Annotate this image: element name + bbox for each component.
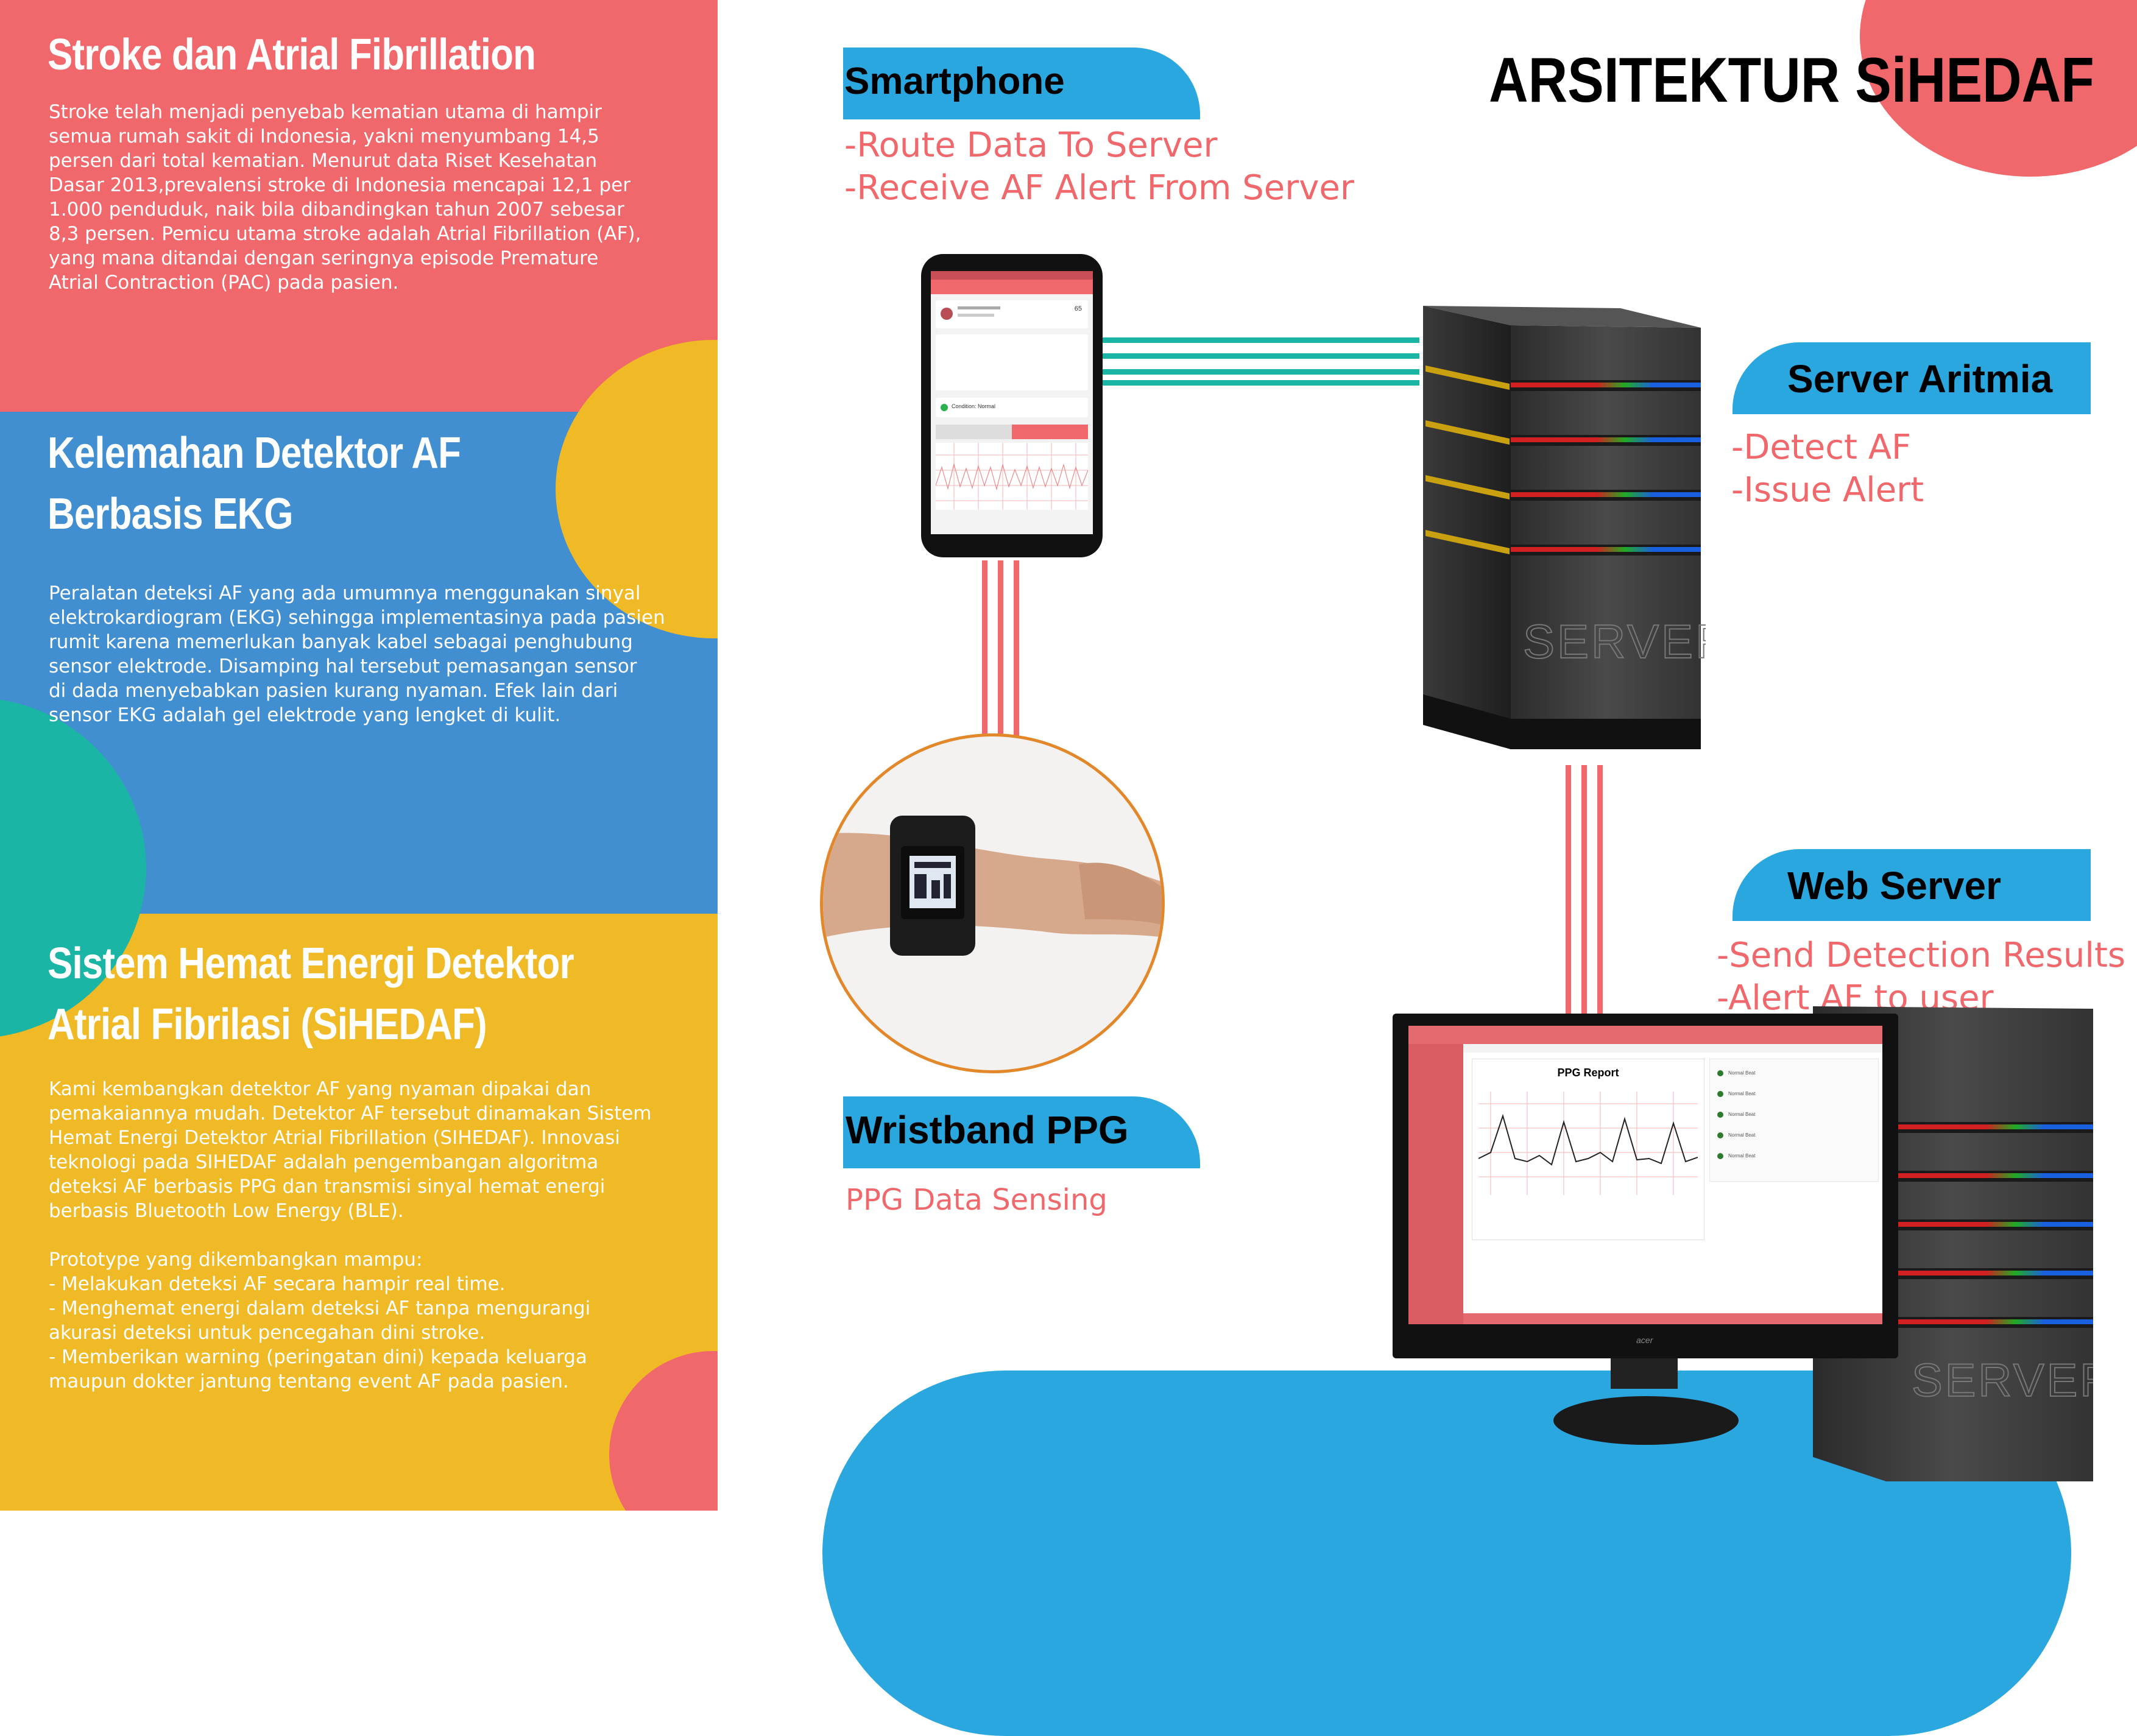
- phone-screen: 65 Condition: Normal: [931, 271, 1093, 534]
- web-server-monitor: PPG Report Normal Beat Normal Beat Norma…: [1393, 1014, 1898, 1389]
- heading-ekg: Kelemahan Detektor AF Berbasis EKG: [48, 429, 461, 538]
- section-stroke: [0, 0, 718, 412]
- web-server-label: Web Server: [1787, 864, 2001, 908]
- phone-value: 65: [1074, 305, 1082, 312]
- server-label-2: SERVER: [1912, 1355, 2093, 1406]
- smartphone-pill: [843, 48, 1200, 119]
- connector-server-webserver: [1566, 765, 1571, 1027]
- wristband-photo: [820, 733, 1165, 1073]
- smartphone-device: 65 Condition: Normal: [921, 254, 1103, 557]
- connector-phone-wristband: [982, 560, 987, 737]
- heading-sihedaf: Sistem Hemat Energi Detektor Atrial Fibr…: [48, 939, 574, 1049]
- web-report-title: PPG Report: [1557, 1067, 1619, 1079]
- connector-server-webserver: [1581, 765, 1587, 1027]
- connector-phone-server: [1103, 353, 1419, 359]
- connector-phone-server: [1103, 337, 1419, 343]
- status-item: Normal Beat: [1728, 1091, 1756, 1096]
- wristband-pill: [843, 1096, 1200, 1168]
- connector-phone-server: [1103, 380, 1419, 386]
- status-item: Normal Beat: [1728, 1112, 1756, 1117]
- phone-condition: Condition: Normal: [952, 403, 996, 409]
- server-aritmia-label: Server Aritmia: [1787, 357, 2053, 401]
- monitor-stand: [1553, 1396, 1739, 1445]
- server-aritmia-desc: -Detect AF -Issue Alert: [1731, 428, 1924, 510]
- status-item: Normal Beat: [1728, 1070, 1756, 1076]
- monitor-brand: acer: [1636, 1335, 1653, 1345]
- section-sihedaf: [0, 914, 718, 1511]
- web-server-desc: -Send Detection Results -Alert AF to use…: [1717, 936, 2126, 1018]
- status-item: Normal Beat: [1728, 1132, 1756, 1138]
- wristband-label: Wristband PPG: [846, 1108, 1129, 1152]
- web-report-chart: [1478, 1092, 1698, 1195]
- connector-server-webserver: [1597, 765, 1603, 1027]
- phone-chart: [935, 443, 1089, 510]
- server-aritmia-tower: SERVER: [1423, 306, 1706, 749]
- body-stroke: Stroke telah menjadi penyebab kematian u…: [49, 101, 641, 294]
- left-panel: Stroke dan Atrial Fibrillation Stroke te…: [0, 0, 718, 1511]
- heading-stroke: Stroke dan Atrial Fibrillation: [48, 30, 536, 79]
- wristband-desc: PPG Data Sensing: [846, 1183, 1107, 1217]
- smartphone-desc: -Route Data To Server -Receive AF Alert …: [844, 125, 1354, 208]
- server-label: SERVER: [1523, 615, 1706, 668]
- web-server-pill: [1733, 849, 2091, 921]
- smartphone-label: Smartphone: [844, 60, 1065, 102]
- connector-phone-wristband: [1014, 560, 1019, 737]
- body-sihedaf: Kami kembangkan detektor AF yang nyaman …: [49, 1078, 652, 1392]
- server-aritmia-pill: [1733, 342, 2091, 414]
- connector-phone-server: [1103, 369, 1419, 375]
- page-title: ARSITEKTUR SiHEDAF: [1489, 45, 2094, 116]
- body-ekg: Peralatan deteksi AF yang ada umumnya me…: [49, 582, 665, 726]
- status-item: Normal Beat: [1728, 1153, 1756, 1159]
- connector-phone-wristband: [998, 560, 1003, 737]
